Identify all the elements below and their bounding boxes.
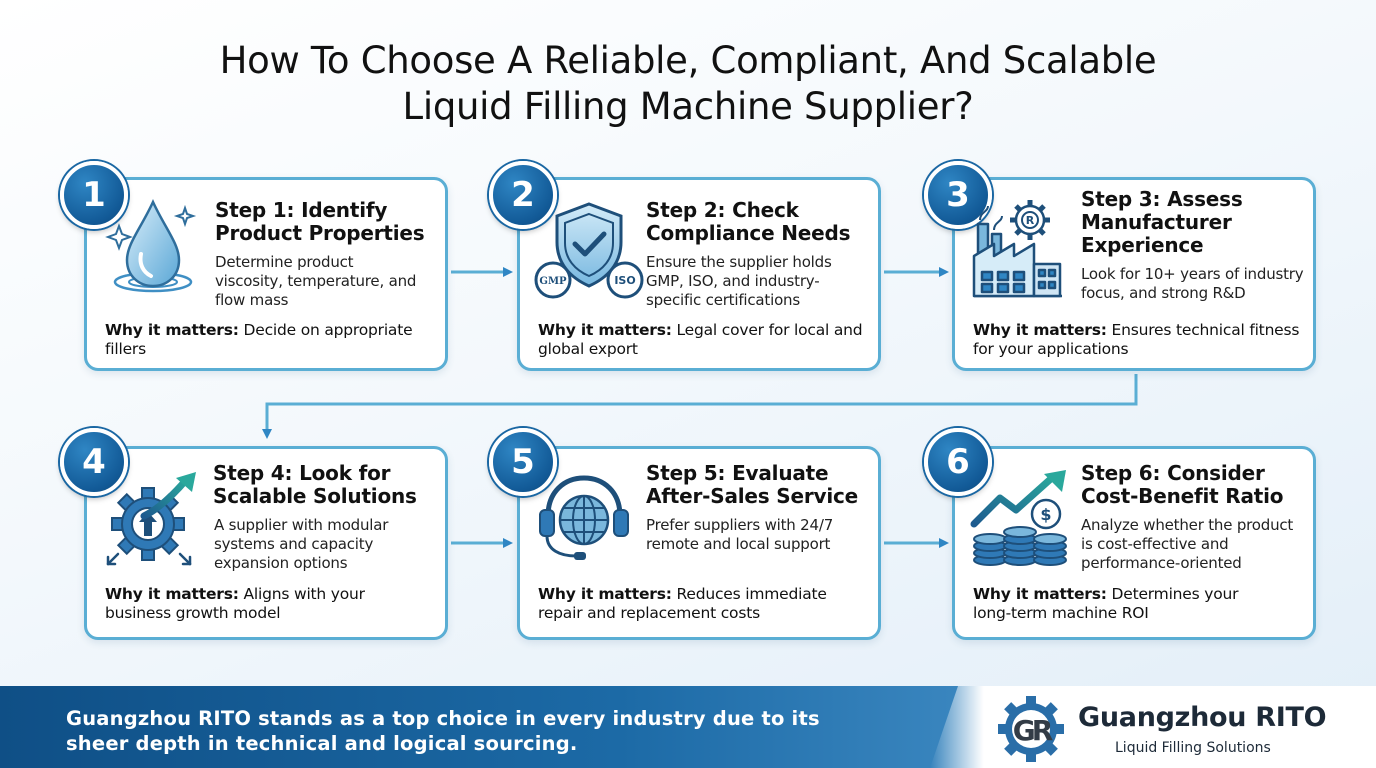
step-2-title: Step 2: Check Compliance Needs <box>646 198 851 245</box>
step-4-why: Why it matters: Aligns with your busines… <box>105 585 365 622</box>
step-badge-2: 2 <box>489 161 557 229</box>
step-2-why: Why it matters: Legal cover for local an… <box>538 321 863 358</box>
iso-seal-text: ISO <box>614 274 635 287</box>
step-badge-5: 5 <box>489 428 557 496</box>
step-3-description: Look for 10+ years of industry focus, an… <box>1081 265 1304 302</box>
shield-check-icon: GMP ISO <box>534 202 644 299</box>
step-5-description: Prefer suppliers with 24/7 remote and lo… <box>646 516 834 553</box>
step-6-description: Analyze whether the product is cost-effe… <box>1081 516 1294 572</box>
gear-growth-icon <box>106 472 196 566</box>
step-badge-6: 6 <box>924 428 992 496</box>
page-title: How To Choose A Reliable, Compliant, And… <box>0 38 1376 130</box>
step-3-title: Step 3: Assess Manufacturer Experience <box>1081 187 1243 257</box>
step-2-description: Ensure the supplier holds GMP, ISO, and … <box>646 253 832 309</box>
step-4-title: Step 4: Look for Scalable Solutions <box>213 461 417 508</box>
water-drop-icon <box>105 199 197 293</box>
headset-globe-icon <box>539 475 629 560</box>
step-6-why: Why it matters: Determines your long-ter… <box>973 585 1239 622</box>
gear-logo-icon: GR <box>998 696 1064 762</box>
gmp-seal-text: GMP <box>539 276 567 287</box>
step-3-why: Why it matters: Ensures technical fitnes… <box>973 321 1300 358</box>
step-badge-1: 1 <box>60 161 128 229</box>
coin-symbol: $ <box>1040 505 1051 524</box>
logo-letters: GR <box>1013 714 1053 747</box>
brand-tagline: Liquid Filling Solutions <box>1115 740 1271 756</box>
connector-3-4 <box>262 374 1138 439</box>
footer-statement: Guangzhou RITO stands as a top choice in… <box>66 707 820 755</box>
brand-name: Guangzhou RITO <box>1078 702 1327 733</box>
step-badge-4: 4 <box>60 428 128 496</box>
step-4-description: A supplier with modular systems and capa… <box>214 516 389 572</box>
step-5-why: Why it matters: Reduces immediate repair… <box>538 585 827 622</box>
gear-letter: R <box>1026 214 1035 227</box>
page-title-line-2: Liquid Filling Machine Supplier? <box>402 85 974 128</box>
factory-icon: R <box>972 200 1062 298</box>
step-1-title: Step 1: Identify Product Properties <box>215 198 425 245</box>
step-card-1 <box>84 177 448 371</box>
step-6-title: Step 6: Consider Cost-Benefit Ratio <box>1081 461 1284 508</box>
coins-growth-icon: $ <box>970 470 1067 566</box>
step-5-title: Step 5: Evaluate After-Sales Service <box>646 461 859 508</box>
page-title-line-1: How To Choose A Reliable, Compliant, And… <box>219 39 1157 82</box>
step-1-why: Why it matters: Decide on appropriate fi… <box>105 321 413 358</box>
step-1-description: Determine product viscosity, temperature… <box>215 253 417 309</box>
